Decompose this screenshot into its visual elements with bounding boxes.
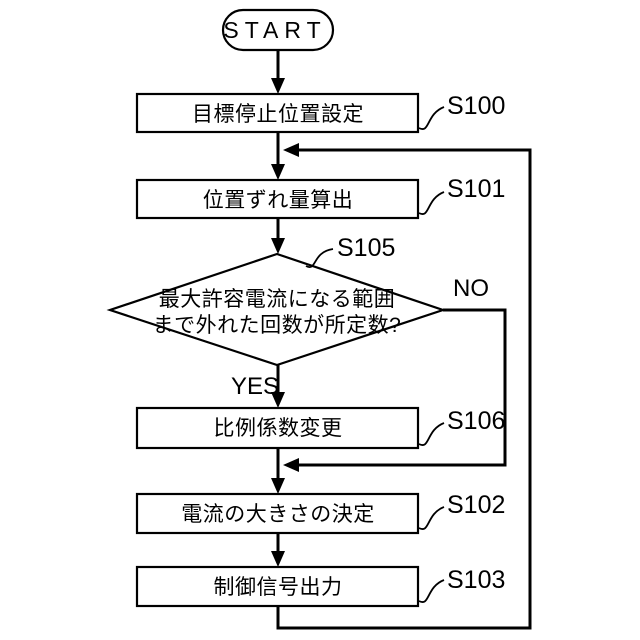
leader-s101	[418, 191, 445, 215]
process-s100-label: 目標停止位置設定	[192, 103, 364, 126]
step-tag-s103: S103	[447, 566, 505, 594]
arrowhead-s106-to-s102	[271, 478, 285, 494]
arrowhead-s100-to-s101	[271, 164, 285, 180]
process-s102-label: 電流の大きさの決定	[181, 503, 375, 526]
branch-label-no: NO	[453, 275, 489, 302]
process-s106-label: 比例係数変更	[214, 417, 343, 440]
start-label: START	[223, 17, 326, 43]
decision-s105: 最大許容電流になる範囲 まで外れた回数が所定数?	[106, 252, 447, 367]
process-s106: 比例係数変更	[135, 406, 420, 450]
step-tags: S100 S101 S105 S106 S102 S103	[305, 92, 505, 603]
arrowhead-loopback-s101	[283, 143, 299, 157]
start-terminator-shape	[221, 8, 335, 52]
arrowhead-s101-to-s105	[271, 238, 285, 254]
no-branch-line	[299, 308, 507, 467]
decision-s105-label-line2: まで外れた回数が所定数?	[153, 314, 402, 337]
step-tag-s101: S101	[447, 175, 505, 203]
connectors	[271, 50, 532, 630]
leader-s105	[305, 248, 334, 268]
process-s103-label: 制御信号出力	[214, 576, 343, 599]
process-s100-box	[135, 92, 420, 134]
leader-s100	[418, 106, 445, 130]
arrowhead-start-to-s100	[271, 78, 285, 94]
loopback-line-s103-to-s101	[276, 148, 532, 630]
step-tag-s106: S106	[447, 407, 505, 435]
process-s101: 位置ずれ量算出	[135, 178, 420, 220]
process-s102: 電流の大きさの決定	[135, 492, 420, 535]
process-s101-label: 位置ずれ量算出	[203, 189, 354, 212]
arrowhead-s102-to-s103	[271, 551, 285, 567]
decision-s105-diamond	[106, 252, 447, 367]
leader-s102	[418, 506, 445, 530]
decision-s105-label-line1: 最大許容電流になる範囲	[159, 288, 396, 311]
process-s103-box	[135, 565, 420, 608]
branch-labels: NO YES	[231, 275, 489, 400]
process-s101-box	[135, 178, 420, 220]
process-s100: 目標停止位置設定	[135, 92, 420, 134]
process-s102-box	[135, 492, 420, 535]
step-tag-s100: S100	[447, 92, 505, 120]
process-s103: 制御信号出力	[135, 565, 420, 608]
start-node: START	[221, 8, 335, 52]
arrowhead-s105-to-s106	[271, 392, 285, 408]
process-s106-box	[135, 406, 420, 450]
leader-s106	[418, 422, 445, 446]
arrowhead-no-branch	[283, 458, 299, 472]
step-tag-s102: S102	[447, 491, 505, 519]
leader-s103	[418, 579, 445, 603]
branch-label-yes: YES	[231, 373, 279, 400]
step-tag-s105: S105	[337, 234, 395, 262]
